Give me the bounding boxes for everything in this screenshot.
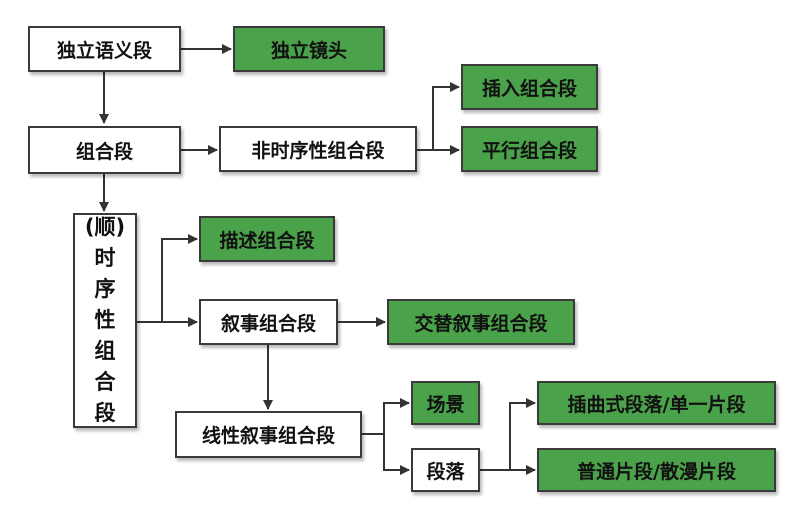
node-non-chronological: 非时序性组合段 bbox=[219, 126, 417, 172]
node-insert-combined: 插入组合段 bbox=[461, 64, 598, 110]
node-independent-shot: 独立镜头 bbox=[233, 26, 385, 72]
chrono-char: 合 bbox=[94, 370, 116, 394]
chrono-char: 段 bbox=[94, 401, 116, 425]
arrow-linear-to-scene bbox=[383, 398, 410, 434]
node-alternating-narrative: 交替叙事组合段 bbox=[387, 299, 575, 345]
node-narrative-combined: 叙事组合段 bbox=[199, 299, 338, 345]
node-episodic-sequence: 插曲式段落/单一片段 bbox=[537, 381, 776, 425]
arrow-chrono-to-descriptive bbox=[161, 234, 198, 322]
chrono-prefix: (顺) bbox=[84, 215, 126, 239]
chrono-char: 组 bbox=[94, 339, 116, 363]
arrow-sequence-to-episodic bbox=[509, 398, 536, 470]
node-ordinary-sequence: 普通片段/散漫片段 bbox=[537, 448, 776, 492]
node-descriptive-combined: 描述组合段 bbox=[199, 216, 335, 262]
chrono-char: 时 bbox=[94, 246, 116, 270]
node-scene: 场景 bbox=[411, 381, 480, 425]
node-chronological-combined: (顺) 时 序 性 组 合 段 bbox=[73, 213, 137, 428]
chrono-char: 序 bbox=[94, 277, 116, 301]
node-independent-segment: 独立语义段 bbox=[28, 26, 181, 72]
node-combined-segment: 组合段 bbox=[28, 126, 181, 174]
arrow-nonchrono-to-insert bbox=[432, 82, 460, 150]
arrow-linear-to-sequence bbox=[383, 434, 410, 475]
node-sequence: 段落 bbox=[411, 448, 480, 492]
node-parallel-combined: 平行组合段 bbox=[461, 126, 598, 172]
node-linear-narrative: 线性叙事组合段 bbox=[175, 411, 362, 458]
chrono-char: 性 bbox=[94, 308, 116, 332]
